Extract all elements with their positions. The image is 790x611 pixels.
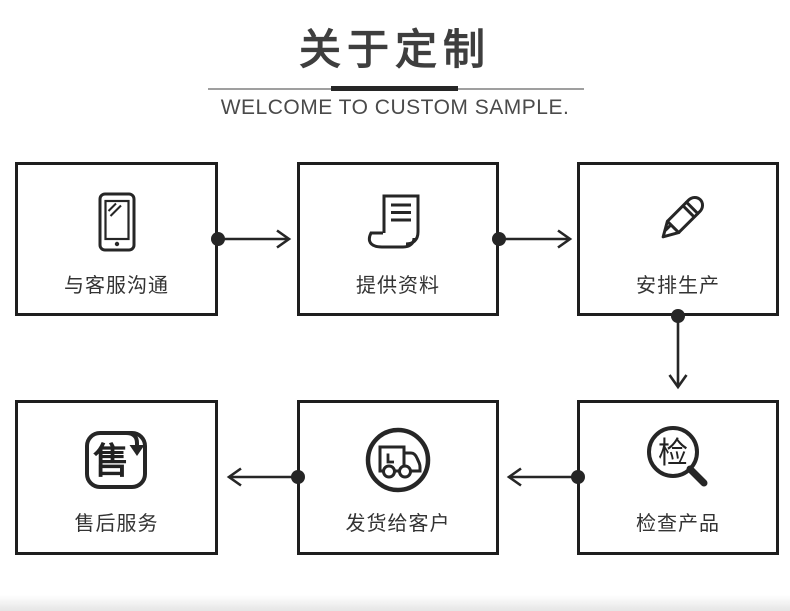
step-box-ship-to-customer: 发货给客户 xyxy=(297,400,499,555)
bottom-shadow-band xyxy=(0,595,790,611)
page-subtitle: WELCOME TO CUSTOM SAMPLE. xyxy=(220,96,570,119)
arrow-step4-to-step5 xyxy=(506,467,585,487)
step-label: 安排生产 xyxy=(636,275,720,297)
arrow-step2-to-step3 xyxy=(492,229,573,249)
step-label: 检查产品 xyxy=(636,513,720,535)
arrow-step1-to-step2 xyxy=(211,229,292,249)
step-box-inspect-products: 检 检查产品 xyxy=(577,400,779,555)
after-sales-icon: 售 xyxy=(84,425,150,495)
step-box-contact-support: 与客服沟通 xyxy=(15,162,218,316)
title-divider-accent xyxy=(331,86,458,91)
magnifier-icon: 检 xyxy=(642,425,714,495)
delivery-truck-icon xyxy=(363,425,433,495)
step-label: 发货给客户 xyxy=(345,513,451,535)
arrow-step5-to-step6 xyxy=(226,467,305,487)
smartphone-icon xyxy=(98,187,136,257)
pencil-icon xyxy=(645,187,711,257)
step-label: 售后服务 xyxy=(74,513,159,535)
step-box-after-sales-service: 售 售后服务 xyxy=(15,400,218,555)
step-label: 提供资料 xyxy=(356,275,440,297)
document-icon xyxy=(367,187,429,257)
step-box-arrange-production: 安排生产 xyxy=(577,162,779,316)
after-sales-glyph: 售 xyxy=(92,440,128,481)
inspect-glyph: 检 xyxy=(658,437,688,470)
step-label: 与客服沟通 xyxy=(64,275,169,297)
page-title: 关于定制 xyxy=(298,26,491,73)
step-box-provide-materials: 提供资料 xyxy=(297,162,499,316)
arrow-step3-to-step4 xyxy=(668,309,688,390)
